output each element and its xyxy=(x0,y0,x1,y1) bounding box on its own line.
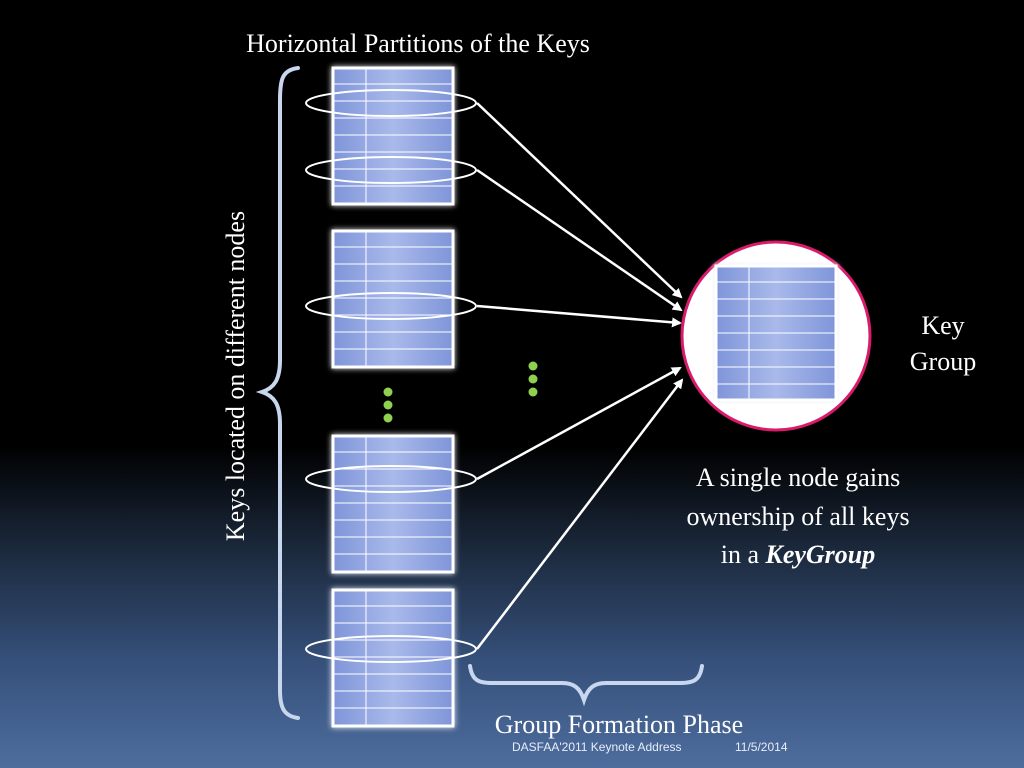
caption-line2: ownership of all keys xyxy=(686,502,909,531)
arrow-1 xyxy=(476,102,683,299)
arrows xyxy=(476,102,684,650)
arrow-4 xyxy=(476,366,682,481)
selection-ellipse-3 xyxy=(305,292,477,320)
group-formation-label: Group Formation Phase xyxy=(495,710,743,739)
footer-date: 11/5/2014 xyxy=(735,740,788,754)
vertical-ellipsis-dots-icon xyxy=(528,361,538,397)
key-group-label-line1: Key xyxy=(921,311,964,340)
vertical-axis-label: Keys located on different nodes xyxy=(221,211,250,541)
left-brace xyxy=(255,66,300,720)
bottom-brace xyxy=(468,664,704,707)
key-group-node xyxy=(680,240,872,432)
arrow-5 xyxy=(476,378,684,650)
key-group-table xyxy=(714,264,838,402)
partition-table-2 xyxy=(331,229,455,369)
footer-event: DASFAA'2011 Keynote Address xyxy=(512,740,682,754)
selection-ellipse-2 xyxy=(305,156,477,184)
partition-table-3 xyxy=(331,434,455,574)
arrow-2 xyxy=(476,168,683,312)
selection-ellipse-5 xyxy=(305,635,477,663)
selection-ellipse-1 xyxy=(305,89,477,117)
arrow-3 xyxy=(476,304,682,328)
key-group-label-line2: Group xyxy=(910,347,976,376)
caption-line1: A single node gains xyxy=(696,463,900,492)
vertical-ellipsis-dots-icon xyxy=(383,387,393,423)
partition-table-4 xyxy=(331,588,455,728)
caption-line3-prefix: in a xyxy=(721,540,766,569)
caption-line3: in a KeyGroup xyxy=(721,540,876,569)
caption-line3-emphasis: KeyGroup xyxy=(764,540,875,569)
selection-ellipse-4 xyxy=(305,465,477,493)
slide-title: Horizontal Partitions of the Keys xyxy=(246,29,590,58)
